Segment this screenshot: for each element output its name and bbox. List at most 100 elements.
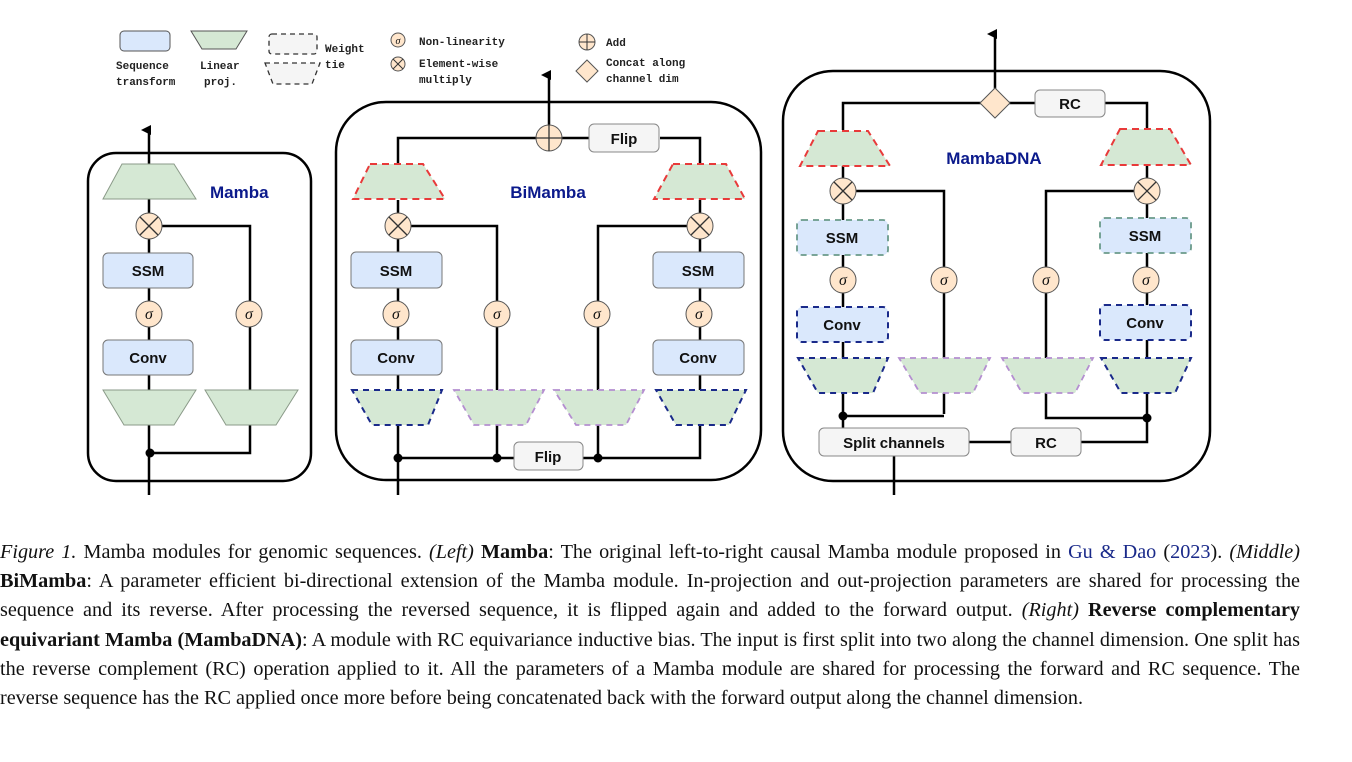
bimamba-flip-top-label: Flip bbox=[611, 131, 638, 148]
svg-text:σ: σ bbox=[245, 306, 254, 323]
bimamba-junction-3 bbox=[593, 453, 603, 463]
bimamba-ssm-right-label: SSM bbox=[682, 263, 715, 280]
bimamba-conv-left bbox=[350, 339, 443, 376]
caption-left-tag: (Left) bbox=[429, 541, 474, 563]
mambadna-out-proj-right bbox=[1099, 128, 1193, 166]
mambadna-conv-right-label: Conv bbox=[1126, 315, 1164, 332]
legend-nonlinearity-label: Non-linearity bbox=[419, 37, 505, 49]
mambadna-multiply-right-icon bbox=[1133, 177, 1161, 205]
mamba-ssm-block bbox=[102, 252, 194, 289]
legend-linear-label-2: proj. bbox=[204, 77, 237, 89]
svg-text:σ: σ bbox=[392, 306, 401, 323]
legend-sigma-icon: σ bbox=[390, 32, 406, 48]
bimamba-out-proj-left bbox=[351, 163, 447, 200]
mambadna-split-label: Split channels bbox=[843, 435, 945, 452]
figure-diagram: Sequence transform Linear proj. Weight t… bbox=[86, 29, 1212, 495]
legend-multiply-label-1: Element-wise bbox=[419, 59, 499, 71]
mambadna-rc-top-label: RC bbox=[1059, 96, 1081, 113]
mambadna-multiply-left-icon bbox=[829, 177, 857, 205]
svg-text:σ: σ bbox=[695, 306, 704, 323]
mamba-title: Mamba bbox=[210, 183, 269, 202]
figure-caption: Figure 1. Mamba modules for genomic sequ… bbox=[0, 541, 1301, 710]
mambadna-in-proj-1 bbox=[796, 357, 890, 394]
mambadna-sigma-3-icon: σ bbox=[1032, 266, 1060, 294]
mambadna-in-proj-3 bbox=[1000, 357, 1095, 394]
legend-multiply-icon bbox=[390, 56, 406, 72]
caption-intro: Mamba modules for genomic sequences. bbox=[76, 541, 430, 563]
bimamba-in-proj-3 bbox=[552, 389, 646, 426]
legend-multiply-label-2: multiply bbox=[419, 75, 472, 87]
mamba-in-proj-main bbox=[102, 389, 197, 426]
bimamba-in-proj-2 bbox=[452, 389, 546, 426]
bimamba-module: Flip BiMamba SSM SSM σ σ σ σ Conv Conv F… bbox=[334, 70, 763, 495]
bimamba-flip-top bbox=[588, 123, 660, 153]
mambadna-in-proj-4 bbox=[1099, 357, 1193, 394]
legend-add-icon bbox=[578, 33, 596, 51]
legend-weight-tie-trap bbox=[264, 62, 321, 85]
bimamba-add-icon bbox=[535, 124, 563, 152]
mambadna-ssm-left-label: SSM bbox=[826, 230, 859, 247]
bimamba-title: BiMamba bbox=[510, 183, 586, 202]
legend-linear-proj-swatch bbox=[190, 30, 248, 50]
legend-concat-icon bbox=[575, 59, 599, 83]
bimamba-flip-bottom-label: Flip bbox=[535, 449, 562, 466]
bimamba-in-proj-4 bbox=[654, 389, 748, 426]
caption-right-name: Reverse complementary equivariant Mamba … bbox=[0, 599, 1301, 651]
mamba-sigma-icon: σ bbox=[135, 300, 163, 328]
bimamba-in-proj-1 bbox=[350, 389, 444, 426]
bimamba-sigma-1-icon: σ bbox=[382, 300, 410, 328]
bimamba-junction-2 bbox=[492, 453, 502, 463]
mambadna-sigma-4-icon: σ bbox=[1132, 266, 1160, 294]
bimamba-junction-1 bbox=[393, 453, 403, 463]
bimamba-conv-right-label: Conv bbox=[679, 350, 717, 367]
mambadna-title: MambaDNA bbox=[946, 149, 1041, 168]
mambadna-ssm-left bbox=[796, 219, 889, 256]
mambadna-rc-top bbox=[1034, 89, 1106, 118]
bimamba-sigma-2-icon: σ bbox=[483, 300, 511, 328]
bimamba-flip-bottom bbox=[513, 441, 584, 471]
citation-link[interactable]: Gu & Dao bbox=[1068, 541, 1157, 563]
mambadna-container bbox=[781, 69, 1212, 483]
legend-linear-label-1: Linear bbox=[200, 61, 240, 73]
caption-right-text: : A module with RC equivariance inductiv… bbox=[0, 628, 1300, 710]
caption-left-name: Mamba bbox=[480, 541, 549, 563]
bimamba-conv-right bbox=[652, 339, 745, 376]
mamba-conv-label: Conv bbox=[129, 350, 167, 367]
mambadna-rc-bottom-label: RC bbox=[1035, 435, 1057, 452]
mambadna-conv-right bbox=[1099, 304, 1192, 341]
svg-text:σ: σ bbox=[145, 306, 154, 323]
bimamba-ssm-right bbox=[652, 251, 745, 289]
caption-middle-text: : A parameter efficient bi-directional e… bbox=[0, 570, 1300, 622]
mambadna-conv-left-label: Conv bbox=[823, 317, 861, 334]
legend: Sequence transform Linear proj. Weight t… bbox=[116, 30, 685, 89]
bimamba-sigma-3-icon: σ bbox=[583, 300, 611, 328]
bimamba-conv-left-label: Conv bbox=[377, 350, 415, 367]
legend-weight-tie-box bbox=[268, 33, 318, 55]
svg-text:σ: σ bbox=[593, 306, 602, 323]
caption-right-tag: (Right) bbox=[1021, 599, 1079, 622]
svg-text:σ: σ bbox=[493, 306, 502, 323]
mamba-conv-block bbox=[102, 339, 194, 376]
mamba-ssm-label: SSM bbox=[132, 263, 165, 280]
bimamba-ssm-left-label: SSM bbox=[380, 263, 413, 280]
mambadna-junction-right bbox=[1142, 413, 1152, 423]
svg-text:σ: σ bbox=[940, 272, 949, 289]
bimamba-multiply-right-icon bbox=[686, 212, 714, 240]
caption-figure-label: Figure 1. bbox=[0, 541, 77, 563]
citation-year-link[interactable]: 2023 bbox=[1170, 541, 1211, 563]
svg-text:σ: σ bbox=[839, 272, 848, 289]
mambadna-ssm-right bbox=[1099, 217, 1192, 254]
svg-text:σ: σ bbox=[396, 36, 402, 47]
legend-add-label: Add bbox=[606, 38, 626, 50]
caption-left-text: : The original left-to-right causal Mamb… bbox=[548, 541, 1069, 563]
mambadna-in-proj-2 bbox=[897, 357, 992, 394]
mamba-multiply-icon bbox=[135, 212, 163, 240]
caption-middle-tag: (Middle) bbox=[1229, 541, 1300, 563]
bimamba-out-proj-right bbox=[652, 163, 747, 200]
mamba-junction bbox=[145, 448, 155, 458]
bimamba-multiply-left-icon bbox=[384, 212, 412, 240]
caption-middle-name: BiMamba bbox=[0, 570, 87, 593]
mamba-module: Mamba SSM σ σ Conv bbox=[86, 125, 313, 495]
legend-weight-label-2: tie bbox=[325, 60, 345, 72]
legend-sequence-transform-swatch bbox=[119, 30, 171, 52]
